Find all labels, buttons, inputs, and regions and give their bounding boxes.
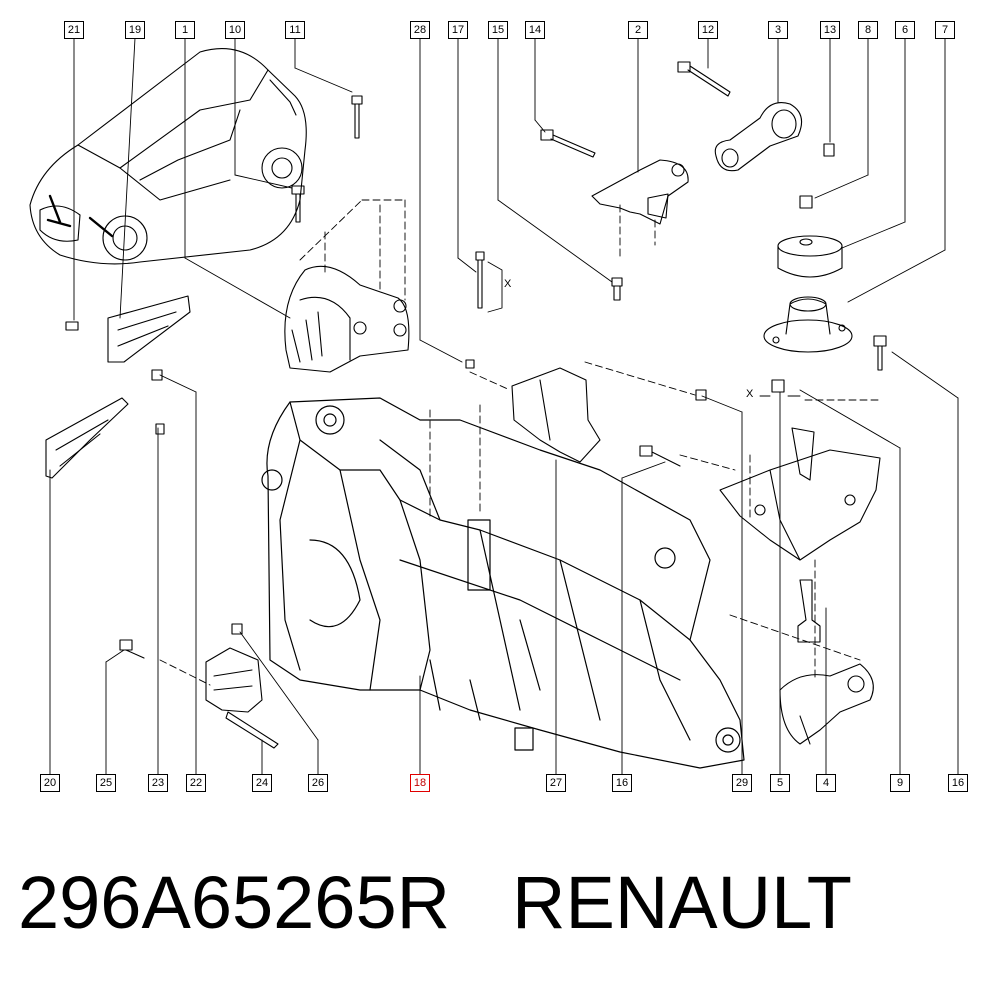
- dimension-label: X: [504, 278, 512, 290]
- callout-label: 2: [628, 21, 648, 39]
- dimension-label: X: [746, 388, 754, 400]
- part-24: [205, 647, 279, 749]
- callout-label: 5: [770, 774, 790, 792]
- callout-label: 25: [96, 774, 116, 792]
- bracket-20: [45, 397, 129, 479]
- dimension-marks: [487, 261, 801, 397]
- fasteners: [65, 61, 887, 659]
- callout-label: 27: [546, 774, 566, 792]
- callout-label: 16: [948, 774, 968, 792]
- callout-label-highlighted: 18: [410, 774, 430, 792]
- callout-label: 6: [895, 21, 915, 39]
- callout-label: 10: [225, 21, 245, 39]
- callout-label: 23: [148, 774, 168, 792]
- callout-label: 26: [308, 774, 328, 792]
- torque-rod-3: [714, 102, 803, 172]
- callout-label: 3: [768, 21, 788, 39]
- subframe-18: [261, 397, 745, 769]
- mount-plate-7: [763, 296, 853, 353]
- callout-label: 29: [732, 774, 752, 792]
- callout-label: 22: [186, 774, 206, 792]
- car-outline: [29, 48, 307, 265]
- callout-label: 28: [410, 21, 430, 39]
- part-4-ball-joint: [779, 663, 874, 745]
- callout-label: 12: [698, 21, 718, 39]
- callout-label: 16: [612, 774, 632, 792]
- part-number: 296A65265R: [18, 861, 451, 944]
- engine-mount-left: [284, 265, 410, 373]
- heat-shield-27: [511, 367, 601, 463]
- leader-lines-top: [73, 37, 946, 363]
- rubber-bushing-6: [777, 235, 843, 278]
- callout-label: 13: [820, 21, 840, 39]
- callout-label: 19: [125, 21, 145, 39]
- callout-label: 21: [64, 21, 84, 39]
- callout-label: 14: [525, 21, 545, 39]
- callout-label: 15: [488, 21, 508, 39]
- callout-label: 20: [40, 774, 60, 792]
- callout-label: 9: [890, 774, 910, 792]
- gearbox-bracket-2: [591, 159, 689, 225]
- bracket-19: [107, 295, 191, 363]
- brand-name: RENAULT: [512, 861, 852, 944]
- callout-label: 4: [816, 774, 836, 792]
- leader-lines-bottom: [49, 351, 959, 775]
- callout-label: 17: [448, 21, 468, 39]
- callout-label: 8: [858, 21, 878, 39]
- callout-label: 24: [252, 774, 272, 792]
- assembly-dash-lines: [159, 199, 881, 686]
- callout-label: 7: [935, 21, 955, 39]
- callout-label: 11: [285, 21, 305, 39]
- callout-label: 1: [175, 21, 195, 39]
- caption: 296A65265R RENAULT: [18, 858, 852, 948]
- mount-bracket-right: [719, 427, 881, 643]
